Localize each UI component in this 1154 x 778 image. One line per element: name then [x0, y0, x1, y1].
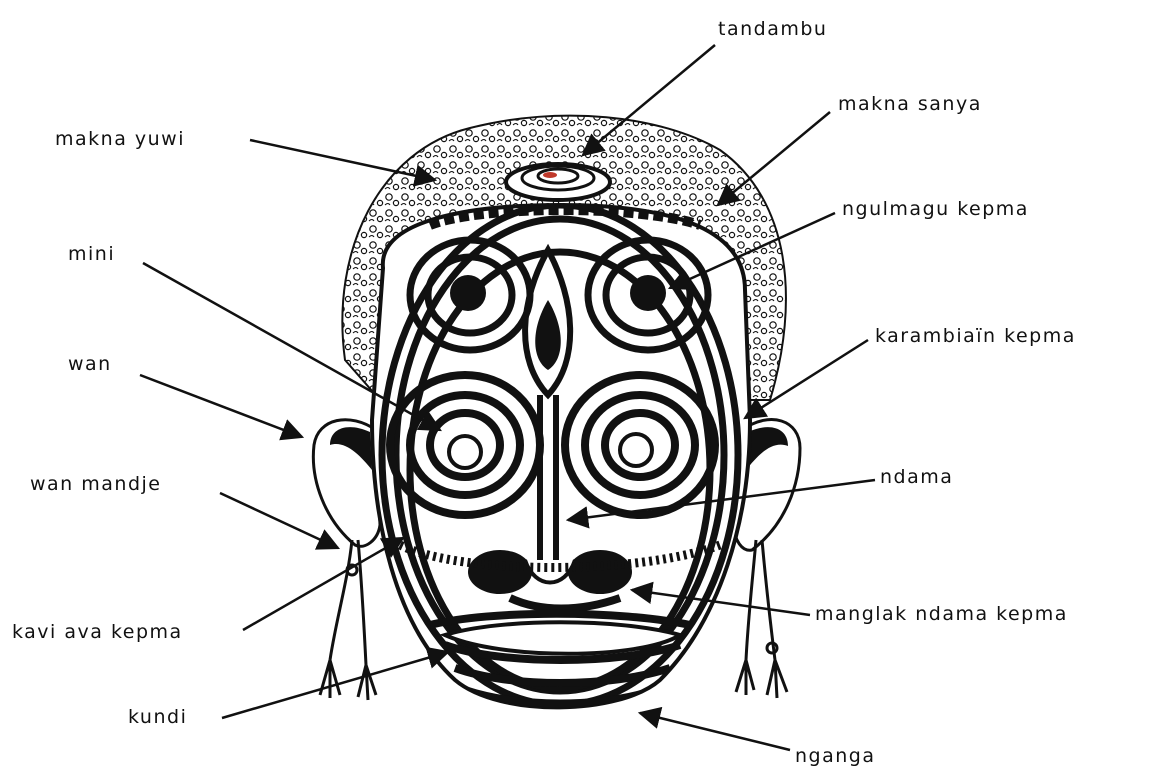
label-wan: wan: [68, 353, 112, 375]
label-karambiain-kepma: karambiaïn kepma: [875, 325, 1076, 347]
label-nganga: nganga: [795, 745, 876, 767]
right-earrings: [736, 540, 787, 698]
label-tandambu: tandambu: [718, 18, 827, 40]
right-nostril: [568, 550, 632, 594]
label-wan-mandje: wan mandje: [30, 473, 162, 495]
label-makna-yuwi: makna yuwi: [55, 128, 185, 150]
label-mini: mini: [68, 243, 115, 265]
label-kundi: kundi: [128, 706, 187, 728]
label-ndama: ndama: [880, 466, 953, 488]
face: [372, 164, 750, 707]
left-nostril: [468, 550, 532, 594]
label-makna-sanya: makna sanya: [838, 93, 982, 115]
label-ngulmagu-kepma: ngulmagu kepma: [842, 198, 1029, 220]
label-kavi-ava-kepma: kavi ava kepma: [12, 621, 183, 643]
label-manglak-ndama-kepma: manglak ndama kepma: [815, 603, 1068, 625]
